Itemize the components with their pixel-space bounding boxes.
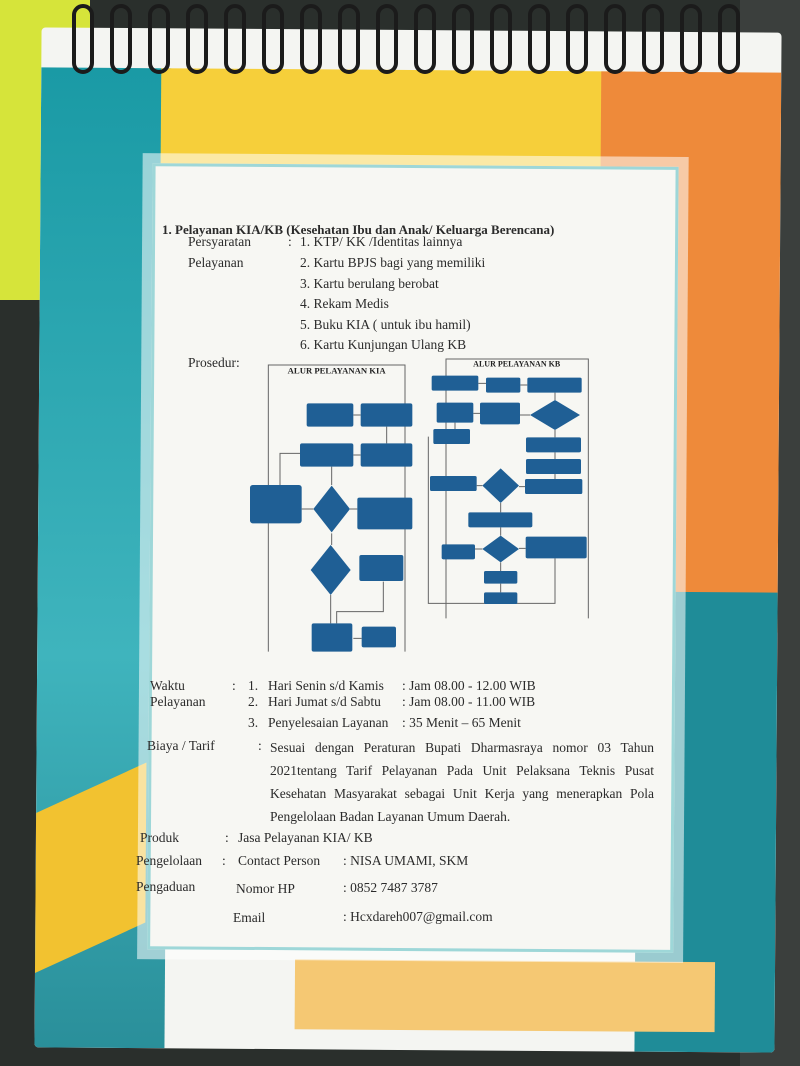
produk-value: Jasa Pelayanan KIA/ KB — [238, 830, 373, 845]
requirement-item: 5. Buku KIA ( untuk ibu hamil) — [300, 317, 471, 332]
colon: : — [225, 830, 229, 845]
prosedur-label: Prosedur: — [188, 355, 240, 370]
schedule-day: Penyelesaian Layanan — [268, 715, 389, 730]
pengelolaan-label: Pengelolaan — [136, 853, 202, 868]
phone-value: : 0852 7487 3787 — [343, 880, 438, 895]
spiral-binding — [72, 4, 772, 82]
pelayanan-label: Pelayanan — [150, 694, 206, 709]
pelayanan-label: Pelayanan — [188, 255, 244, 270]
schedule-time: : Jam 08.00 - 11.00 WIB — [402, 694, 536, 709]
flowchart-kb — [430, 375, 587, 604]
contact-label: Contact Person — [238, 853, 321, 868]
section-title: 1. Pelayanan KIA/KB (Kesehatan Ibu dan A… — [162, 222, 555, 237]
schedule-time: : 35 Menit – 65 Menit — [402, 715, 521, 730]
schedule-day: Hari Senin s/d Kamis — [268, 678, 384, 693]
decor-stripe-bottom — [294, 959, 716, 1033]
email-value: : Hcxdareh007@gmail.com — [343, 909, 493, 924]
requirement-item: 3. Kartu berulang berobat — [300, 276, 439, 291]
requirement-item: 1. KTP/ KK /Identitas lainnya — [300, 234, 463, 249]
colon: : — [222, 853, 226, 868]
colon: : — [258, 738, 262, 753]
schedule-time: : Jam 08.00 - 12.00 WIB — [402, 678, 536, 693]
requirement-item: 6. Kartu Kunjungan Ulang KB — [300, 337, 467, 352]
biaya-text: Sesuai dengan Peraturan Bupati Dharmasra… — [270, 740, 654, 824]
flowchart-kia — [250, 403, 413, 652]
schedule-day: Hari Jumat s/d Sabtu — [268, 694, 381, 709]
waktu-label: Waktu — [150, 678, 185, 693]
colon: : — [288, 234, 292, 249]
pengaduan-label: Pengaduan — [136, 879, 196, 894]
schedule-num: 3. — [248, 715, 259, 730]
email-label: Email — [233, 910, 266, 925]
requirement-item: 2. Kartu BPJS bagi yang memiliki — [300, 255, 486, 270]
flowchart-diagrams: ALUR PELAYANAN KIA ALUR PELAYANAN KB — [250, 358, 589, 652]
kia-chart-title: ALUR PELAYANAN KIA — [288, 365, 387, 375]
requirement-item: 4. Rekam Medis — [300, 296, 389, 311]
persyaratan-label: Persyaratan — [188, 234, 251, 249]
phone-label: Nomor HP — [236, 881, 295, 896]
kb-chart-title: ALUR PELAYANAN KB — [473, 360, 561, 369]
biaya-label: Biaya / Tarif — [147, 738, 215, 753]
schedule-num: 2. — [248, 694, 259, 709]
produk-label: Produk — [140, 830, 180, 845]
contact-value: : NISA UMAMI, SKM — [343, 853, 469, 868]
colon: : — [232, 678, 236, 693]
schedule-num: 1. — [248, 678, 259, 693]
